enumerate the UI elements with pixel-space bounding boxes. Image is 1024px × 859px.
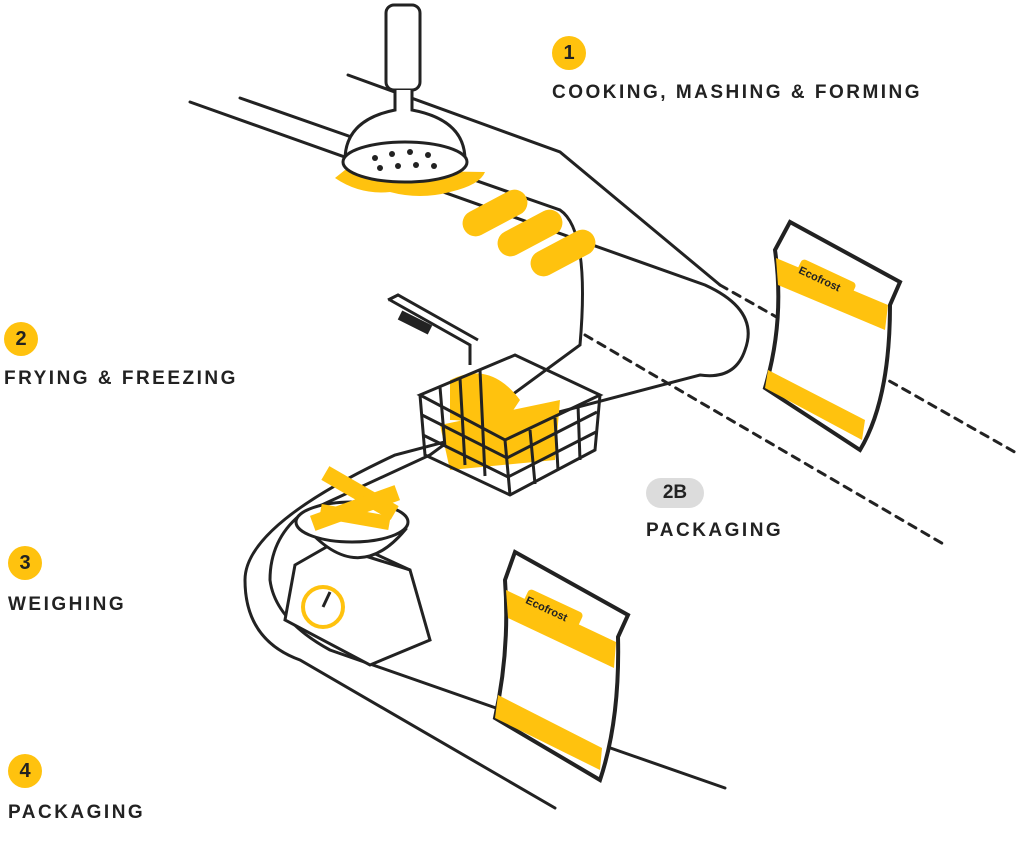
step-2: 2 FRYING & FREEZING <box>4 322 238 390</box>
conveyor-inner <box>346 73 722 287</box>
step-number-badge: 2 <box>4 322 38 356</box>
fryer-basket-icon <box>387 293 604 497</box>
package-bag-icon: Ecofrost <box>492 549 631 783</box>
step-label: COOKING, MASHING & FORMING <box>552 82 923 103</box>
step-label: FRYING & FREEZING <box>4 368 238 389</box>
step-number-badge: 3 <box>8 546 42 580</box>
step-1: 1 COOKING, MASHING & FORMING <box>552 36 922 104</box>
step-label: WEIGHING <box>8 594 127 615</box>
step-2b: 2B PACKAGING <box>646 478 783 542</box>
scale-icon <box>283 466 432 667</box>
step-4: 4 PACKAGING <box>8 754 145 824</box>
formed-potato-icon <box>462 189 596 277</box>
step-label: PACKAGING <box>646 520 784 541</box>
step-number-badge: 1 <box>552 36 586 70</box>
step-label: PACKAGING <box>8 802 146 823</box>
step-number-badge: 2B <box>646 478 704 508</box>
step-number-badge: 4 <box>8 754 42 788</box>
conveyor-dashed-2 <box>583 333 947 547</box>
step-3: 3 WEIGHING <box>8 546 126 616</box>
package-bag-icon: Ecofrost <box>762 219 903 453</box>
masher-icon <box>335 3 485 196</box>
